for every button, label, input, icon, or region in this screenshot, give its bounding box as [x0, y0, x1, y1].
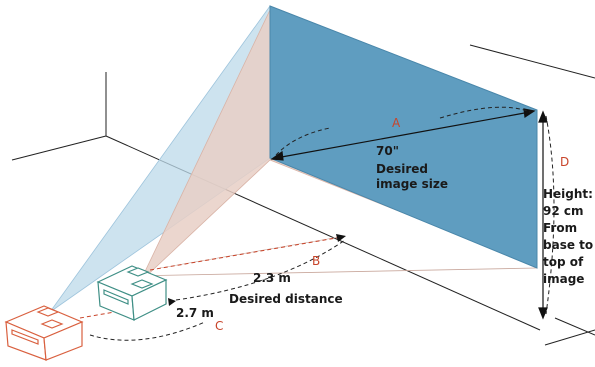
height-line5: top of: [543, 255, 584, 269]
label-d: D: [560, 155, 569, 169]
image-size-value: 70": [376, 144, 399, 158]
diagonal-dashed-arc-right: [439, 106, 531, 119]
diagonal-arrow: [270, 108, 536, 161]
height-line1: Height:: [543, 187, 593, 201]
room-bottom-right-edge-2: [544, 329, 595, 346]
height-arrowhead-top: [538, 110, 548, 123]
near-distance-dashed-arc: [175, 239, 346, 301]
near-projector-top-panel: [126, 267, 150, 277]
room-left-wall-edge: [11, 135, 107, 161]
far-projector-top-panel: [36, 307, 60, 317]
beam-floor-edge: [129, 267, 538, 277]
near-distance-label: 2.3 m: [253, 271, 291, 285]
label-c: C: [215, 319, 223, 333]
near-projector-lens-mark: [130, 279, 154, 289]
height-line6: image: [543, 272, 584, 286]
far-distance-dashed-arc: [89, 321, 206, 341]
height-line4: base to: [543, 238, 593, 252]
height-arrowhead-bottom: [538, 307, 548, 320]
height-line2: 92 cm: [543, 204, 584, 218]
height-line3: From: [543, 221, 577, 235]
near-distance-arrow: [149, 234, 346, 301]
label-a: A: [392, 116, 401, 130]
near-projector-side: [131, 279, 167, 321]
diagonal-dashed-arc-left: [275, 127, 331, 156]
room-top-right-edge: [469, 44, 595, 79]
diagonal-arrowhead-left: [270, 150, 284, 161]
far-projector-lens-mark: [40, 319, 64, 329]
image-size-line2: image size: [376, 177, 448, 191]
height-description: Height: 92 cm From base to top of image: [543, 187, 593, 286]
near-projector: [96, 265, 168, 321]
far-distance-label: 2.7 m: [176, 306, 214, 320]
near-projector-vent: [103, 289, 129, 305]
room-bottom-right-edge: [554, 317, 595, 336]
far-distance-arrowhead: [168, 298, 176, 306]
near-distance-line: [149, 236, 343, 271]
diagonal-arrow-line: [275, 111, 531, 159]
projected-screen: [269, 5, 538, 269]
far-projector-side: [43, 321, 83, 361]
far-projector: [4, 305, 84, 361]
height-arrow: [538, 110, 548, 320]
far-projector-vent: [11, 329, 39, 345]
label-b: B: [312, 254, 320, 268]
near-distance-arrowhead: [336, 234, 346, 242]
distance-caption: Desired distance: [229, 292, 343, 306]
beam-center-ray: [159, 235, 346, 269]
height-dashed-arc: [545, 115, 555, 315]
image-size-line1: Desired: [376, 162, 428, 176]
